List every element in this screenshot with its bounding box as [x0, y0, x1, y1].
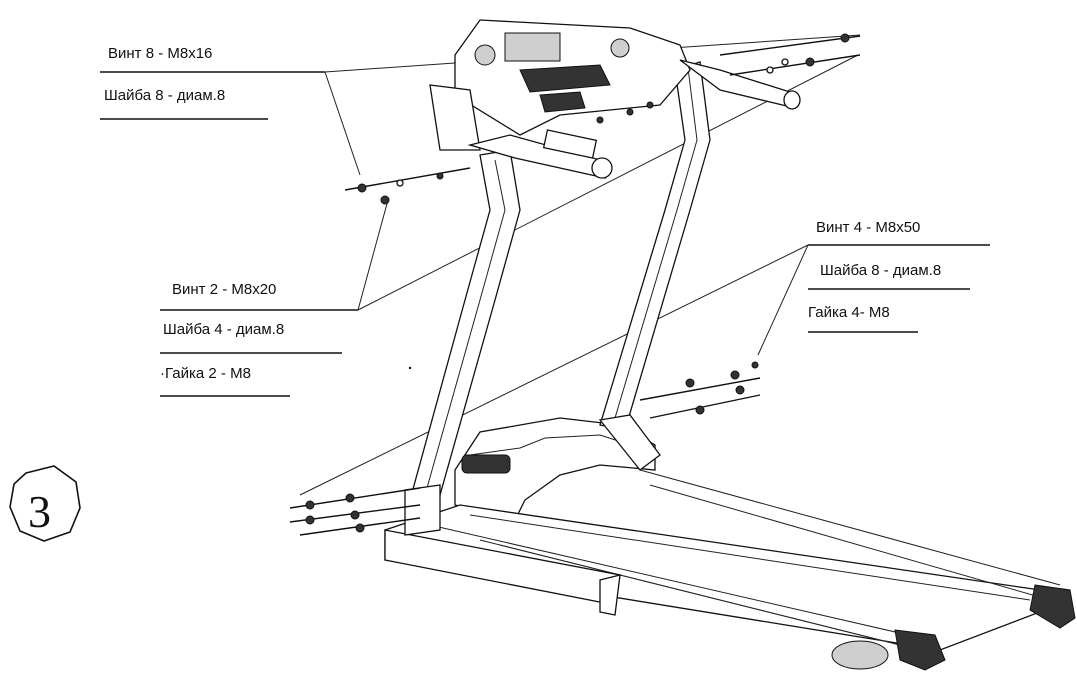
- label-right-nut: Гайка 4- M8: [808, 304, 890, 321]
- console: [429, 19, 801, 179]
- label-right-washer: Шайба 8 - диам.8: [820, 262, 941, 279]
- label-top-washer: Шайба 8 - диам.8: [104, 87, 225, 104]
- stray-dot: [408, 366, 412, 370]
- treadmill-base: [384, 417, 1076, 671]
- step-number-badge: 3: [9, 465, 81, 542]
- hardware: [289, 33, 861, 536]
- uprights: [404, 61, 711, 536]
- step-number: 3: [28, 486, 51, 537]
- label-mid-screw: Винт 2 - M8x20: [172, 281, 276, 298]
- label-right-screw: Винт 4 - M8x50: [816, 219, 920, 236]
- label-top-screw: Винт 8 - M8x16: [108, 45, 212, 62]
- label-mid-nut: ·Гайка 2 - M8: [160, 365, 251, 382]
- label-mid-washer: Шайба 4 - диам.8: [163, 321, 284, 338]
